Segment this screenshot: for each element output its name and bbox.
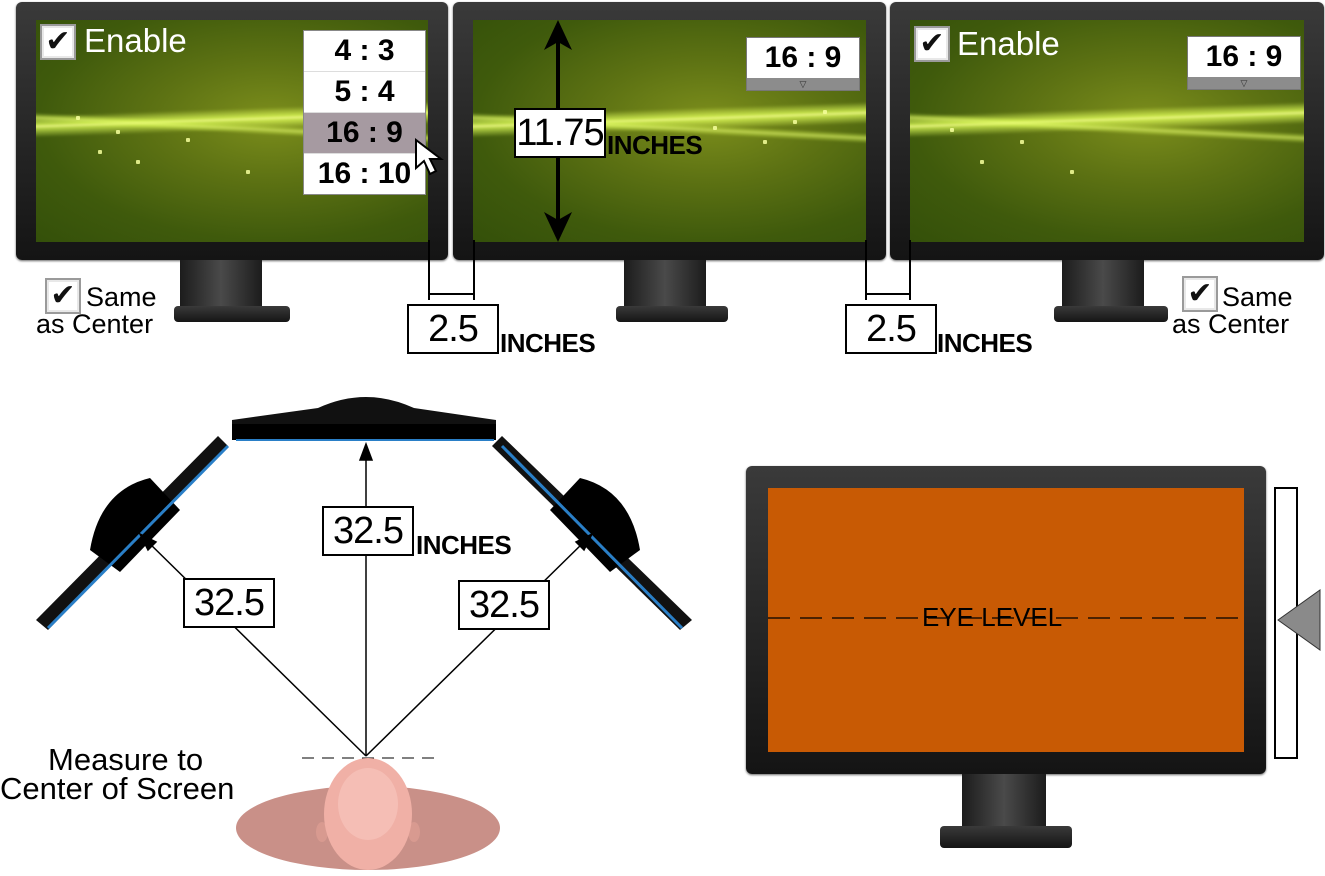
wallpaper-spark xyxy=(246,170,250,174)
center-monitor-foot xyxy=(616,306,728,322)
left-enable-checkbox[interactable]: ✔ xyxy=(40,24,76,60)
center-monitor-top-view xyxy=(232,397,496,441)
right-aspect-value: 16 : 9 xyxy=(1205,40,1283,73)
wallpaper-spark xyxy=(1020,140,1024,144)
eye-level-monitor xyxy=(746,466,1266,774)
wallpaper-spark xyxy=(823,110,827,114)
wallpaper-spark xyxy=(950,128,954,132)
right-same-as-center-label-1: Same xyxy=(1222,282,1293,312)
wallpaper-spark xyxy=(98,150,102,154)
right-same-as-center-label-2: as Center xyxy=(1172,309,1290,339)
chevron-down-icon: ▽ xyxy=(1188,77,1300,89)
right-monitor-top-view xyxy=(492,436,692,630)
center-distance-box: 32.5 xyxy=(322,506,414,556)
top-view-diagram xyxy=(36,397,692,870)
eye-level-line xyxy=(768,617,1246,619)
eye-level-monitor-neck xyxy=(962,774,1046,830)
wallpaper-spark xyxy=(116,130,120,134)
aspect-option-16-9[interactable]: 16 : 9 xyxy=(304,113,425,154)
right-aspect-select[interactable]: 16 : 9 ▽ xyxy=(1187,36,1301,90)
wallpaper-spark xyxy=(186,138,190,142)
left-monitor-top-view xyxy=(36,436,230,630)
aspect-option-16-10[interactable]: 16 : 10 xyxy=(317,157,412,190)
height-unit-label: INCHES xyxy=(607,130,703,160)
left-monitor-foot xyxy=(174,306,290,322)
wallpaper-spark xyxy=(713,126,717,130)
left-enable-label: Enable xyxy=(84,22,187,59)
wallpaper-spark xyxy=(76,116,80,120)
wallpaper-spark xyxy=(980,160,984,164)
measure-note-line-1: Measure to xyxy=(48,742,204,777)
right-enable-checkbox[interactable]: ✔ xyxy=(914,26,950,62)
right-enable-label: Enable xyxy=(957,25,1060,62)
aspect-option-5-4[interactable]: 5 : 4 xyxy=(304,72,425,113)
right-monitor-neck xyxy=(1062,260,1144,312)
eye-level-marker-icon[interactable] xyxy=(1276,588,1322,652)
right-distance-box: 32.5 xyxy=(458,580,550,630)
left-same-as-center-label-1: Same xyxy=(86,282,157,312)
wallpaper-spark xyxy=(136,160,140,164)
height-value-box: 11.75 xyxy=(514,108,606,158)
right-gap-value-box: 2.5 xyxy=(845,304,937,354)
right-gap-unit-label: INCHES xyxy=(937,328,1033,358)
eye-level-monitor-foot xyxy=(940,826,1072,848)
left-aspect-dropdown-list[interactable]: 4 : 3 5 : 4 16 : 9 16 : 10 xyxy=(303,30,426,195)
center-monitor-neck xyxy=(624,260,706,312)
aspect-option-4-3[interactable]: 4 : 3 xyxy=(304,31,425,72)
left-monitor-neck xyxy=(180,260,262,312)
center-aspect-select[interactable]: 16 : 9 ▽ xyxy=(746,37,860,91)
mouse-cursor-icon xyxy=(415,138,444,176)
center-distance-unit: INCHES xyxy=(416,530,512,560)
wallpaper-spark xyxy=(1070,170,1074,174)
right-monitor-foot xyxy=(1054,306,1168,322)
gap-measure-lines xyxy=(428,240,911,300)
chevron-down-icon: ▽ xyxy=(747,78,859,90)
right-same-as-center-checkbox[interactable]: ✔ xyxy=(1182,276,1218,312)
head-top-view xyxy=(316,758,420,870)
left-same-as-center-checkbox[interactable]: ✔ xyxy=(45,278,81,314)
left-same-as-center-label-2: as Center xyxy=(36,309,154,339)
center-aspect-value: 16 : 9 xyxy=(764,41,842,74)
left-distance-box: 32.5 xyxy=(183,578,275,628)
measure-note-line-2: Center of Screen xyxy=(0,771,235,806)
eye-level-label: EYE LEVEL xyxy=(922,602,1063,632)
left-gap-unit-label: INCHES xyxy=(500,328,596,358)
wallpaper-spark xyxy=(793,120,797,124)
eye-level-screen xyxy=(768,488,1244,752)
left-gap-value-box: 2.5 xyxy=(407,304,499,354)
wallpaper-spark xyxy=(763,140,767,144)
